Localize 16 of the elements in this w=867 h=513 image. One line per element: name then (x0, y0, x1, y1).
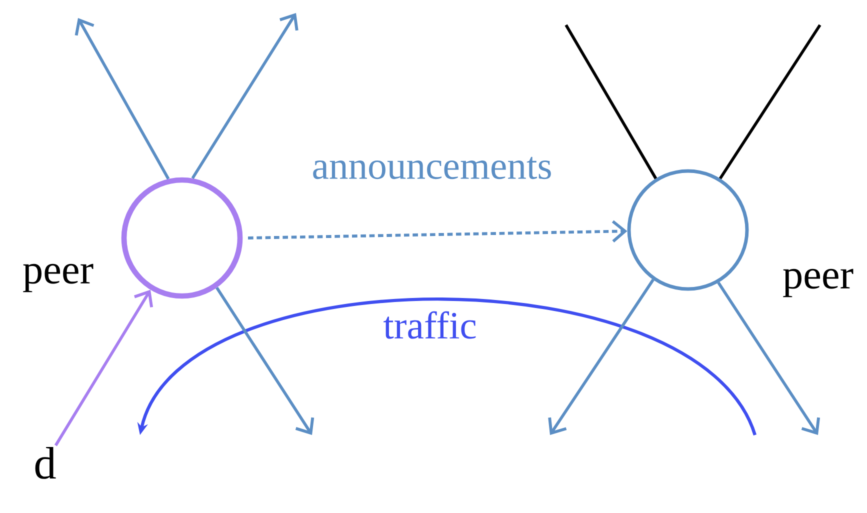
peer-circle (121, 177, 243, 299)
arrow (54, 290, 154, 446)
arrow (191, 13, 298, 180)
traffic-label: traffic (384, 311, 476, 339)
arrow (717, 282, 820, 435)
arrow (548, 278, 654, 435)
edge-label: announcements (313, 156, 551, 180)
peer-label: peer (23, 264, 94, 292)
node-label: d (35, 447, 56, 479)
line (564, 24, 658, 180)
line (718, 24, 822, 180)
peer-circle (627, 169, 749, 291)
arrow (248, 220, 628, 242)
arrow (74, 18, 170, 180)
arrow (216, 286, 314, 435)
peer-label: peer (783, 268, 854, 298)
